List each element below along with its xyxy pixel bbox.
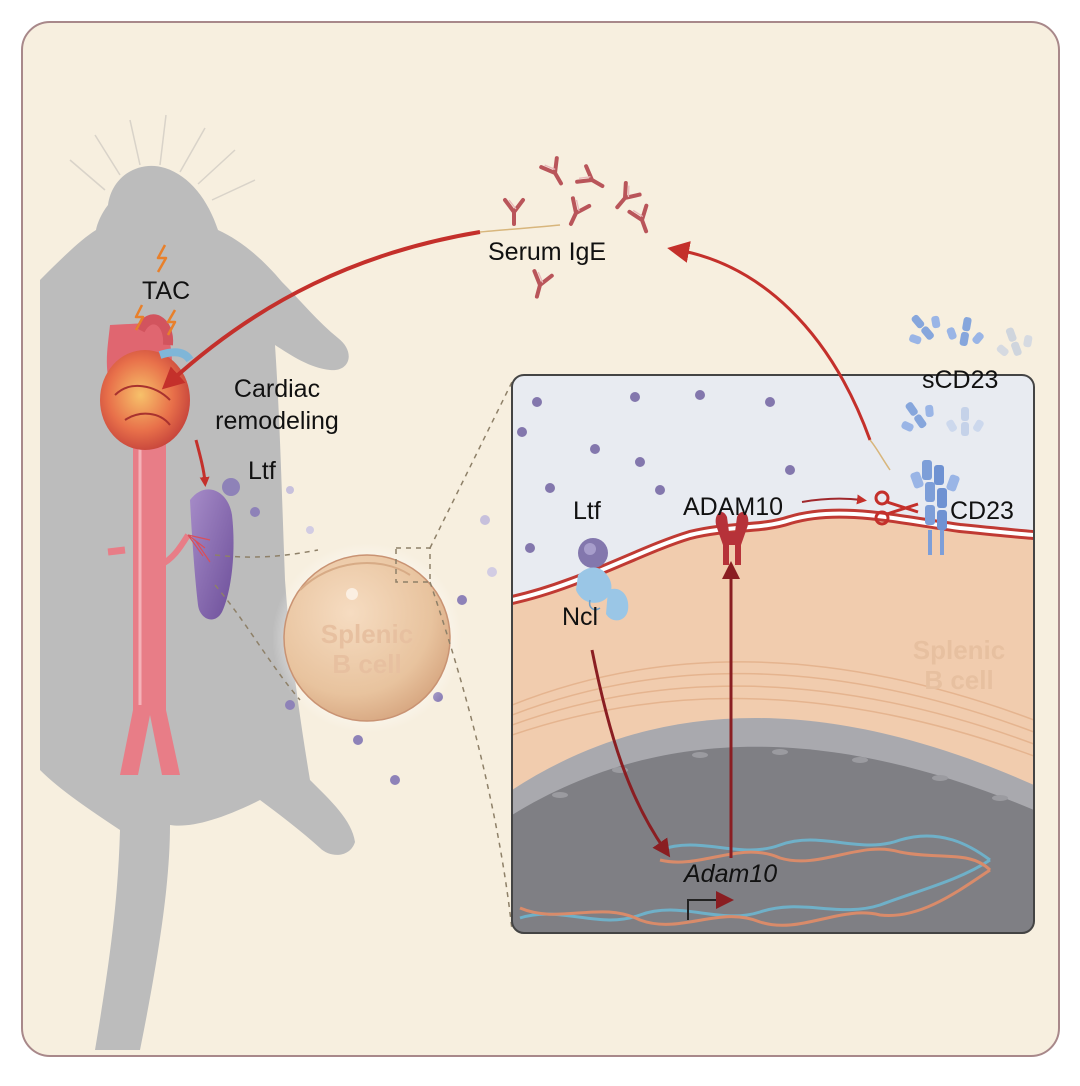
scissors-icon	[874, 490, 919, 526]
cell-zoom-panel	[511, 374, 1035, 934]
label-serum-ige: Serum IgE	[488, 238, 607, 266]
ige-to-heart-arrow	[161, 230, 481, 390]
label-ltf-left: Ltf	[248, 457, 276, 485]
label-splenic-b-cell-right: Splenic B cell	[912, 635, 1006, 695]
floating-particles	[250, 486, 497, 785]
scd23-to-ige-arrow	[667, 241, 872, 441]
ltf-particle	[222, 478, 240, 496]
splenic-b-cell-left	[272, 543, 462, 733]
aorta-vessel	[107, 440, 191, 775]
label-splenic-b-cell-left: Splenic B cell	[320, 619, 414, 679]
label-ncl: Ncl	[562, 603, 599, 631]
adam10-to-cd23-arrow	[801, 494, 867, 505]
ncl-to-gene-arrow	[590, 649, 671, 858]
spleen	[187, 489, 234, 620]
label-adam10-gene: Adam10	[684, 860, 778, 888]
label-scd23: sCD23	[922, 366, 999, 394]
label-cd23: CD23	[950, 497, 1014, 525]
cd23-receptor	[910, 460, 960, 555]
whisker-rays	[69, 114, 256, 201]
ltf-ncl-complex	[576, 538, 629, 621]
label-cardiac-remodeling: Cardiac remodeling	[215, 375, 339, 435]
lightning-icon	[134, 244, 177, 336]
label-adam10-protein: ADAM10	[683, 493, 784, 521]
zoom-dashes	[214, 381, 513, 931]
heart-to-spleen-arrow	[194, 439, 210, 487]
label-tac: TAC	[142, 277, 191, 305]
label-ltf-right: Ltf	[573, 497, 601, 525]
adam10-protein	[715, 512, 749, 565]
